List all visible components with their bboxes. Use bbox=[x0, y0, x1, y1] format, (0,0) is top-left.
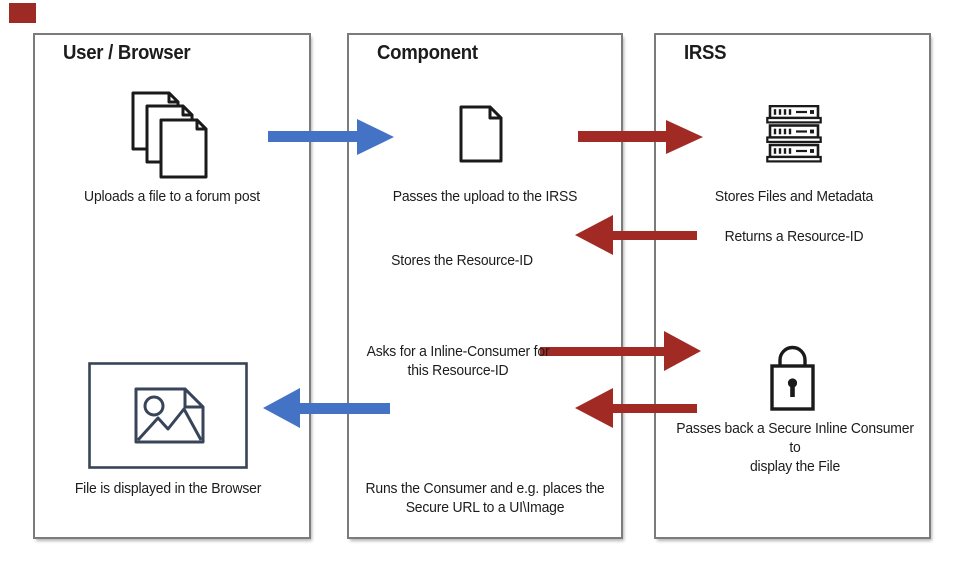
server-icon bbox=[766, 105, 822, 163]
caption-asks-inline-consumer: Asks for a Inline-Consumer for this Reso… bbox=[366, 343, 550, 379]
stacked-files-icon bbox=[131, 91, 208, 179]
caption-stores-resource-id: Stores the Resource-ID bbox=[391, 252, 533, 269]
caption-file-displayed: File is displayed in the Browser bbox=[74, 480, 262, 497]
caption-uploads-file: Uploads a file to a forum post bbox=[84, 188, 260, 205]
image-placeholder-icon bbox=[88, 362, 248, 469]
caption-passes-back-consumer: Passes back a Secure Inline Consumer to … bbox=[676, 420, 914, 475]
caption-stores-files: Stores Files and Metadata bbox=[714, 188, 874, 205]
lane-title-irss: IRSS bbox=[684, 42, 727, 64]
red-artifact-rect bbox=[9, 3, 36, 23]
lane-title-user-browser: User / Browser bbox=[63, 42, 191, 64]
document-icon bbox=[459, 105, 503, 163]
lock-icon bbox=[770, 345, 815, 411]
caption-passes-upload: Passes the upload to the IRSS bbox=[392, 188, 578, 205]
lane-title-component: Component bbox=[377, 42, 478, 64]
caption-runs-consumer: Runs the Consumer and e.g. places the Se… bbox=[365, 480, 605, 516]
caption-returns-resource-id: Returns a Resource-ID bbox=[724, 228, 864, 245]
